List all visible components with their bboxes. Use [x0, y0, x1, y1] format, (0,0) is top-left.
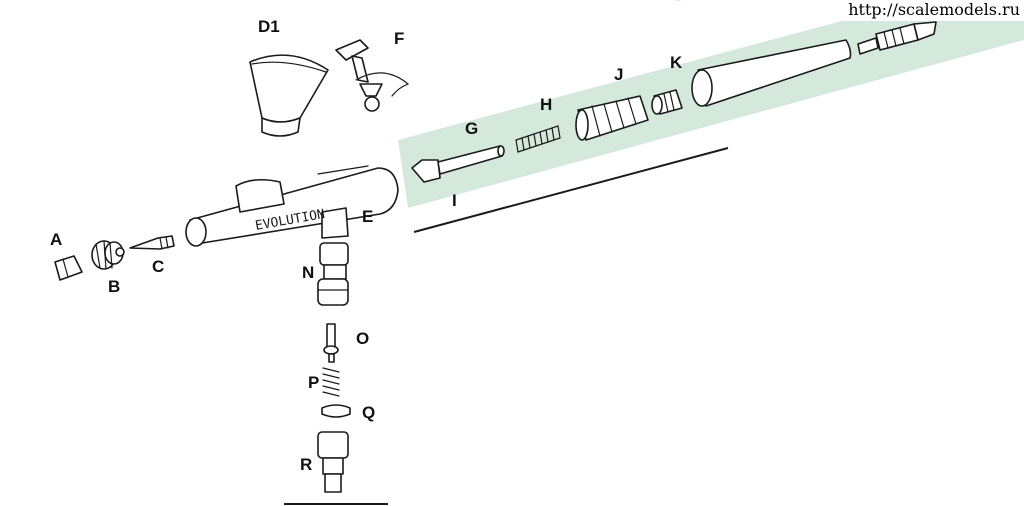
- watermark-url: http://scalemodels.ru: [844, 0, 1024, 21]
- label-h: H: [540, 95, 552, 114]
- label-r: R: [300, 455, 312, 474]
- part-handle: [691, 39, 852, 107]
- part-p-valve-spring: [322, 367, 340, 397]
- label-e: E: [362, 207, 373, 226]
- part-i-needle: [413, 147, 729, 233]
- label-i: I: [452, 191, 457, 210]
- label-k: K: [670, 53, 683, 72]
- part-d1-color-cup: [249, 54, 329, 137]
- part-q-valve-seal: [321, 404, 351, 418]
- label-q: Q: [362, 403, 375, 422]
- part-b-nozzle-head: [91, 240, 125, 270]
- label-d1: D1: [258, 17, 280, 36]
- label-p: P: [308, 373, 319, 392]
- part-tail-piece: [857, 21, 937, 55]
- part-j-needle-nut: [575, 95, 649, 141]
- label-a: A: [50, 230, 62, 249]
- part-f-trigger: [335, 39, 410, 112]
- part-g-needle-guide: [411, 145, 505, 183]
- part-h-needle-spring: [515, 125, 561, 153]
- part-r-air-connector: [317, 431, 349, 493]
- part-n-air-valve-housing: [317, 242, 349, 306]
- part-a-nozzle-cap: [54, 255, 83, 281]
- label-o: O: [356, 329, 369, 348]
- part-k-chucking-ring: [651, 89, 683, 115]
- label-b: B: [108, 277, 120, 296]
- airbrush-main-body: EVOLUTION: [185, 165, 399, 247]
- label-j: J: [614, 65, 623, 84]
- label-c: C: [152, 257, 164, 276]
- label-n: N: [302, 263, 314, 282]
- part-o-valve-stem: [323, 323, 339, 363]
- highlight-stripe: [676, 0, 734, 2]
- label-g: G: [465, 119, 478, 138]
- label-f: F: [394, 29, 404, 48]
- part-c-nozzle: [129, 235, 175, 250]
